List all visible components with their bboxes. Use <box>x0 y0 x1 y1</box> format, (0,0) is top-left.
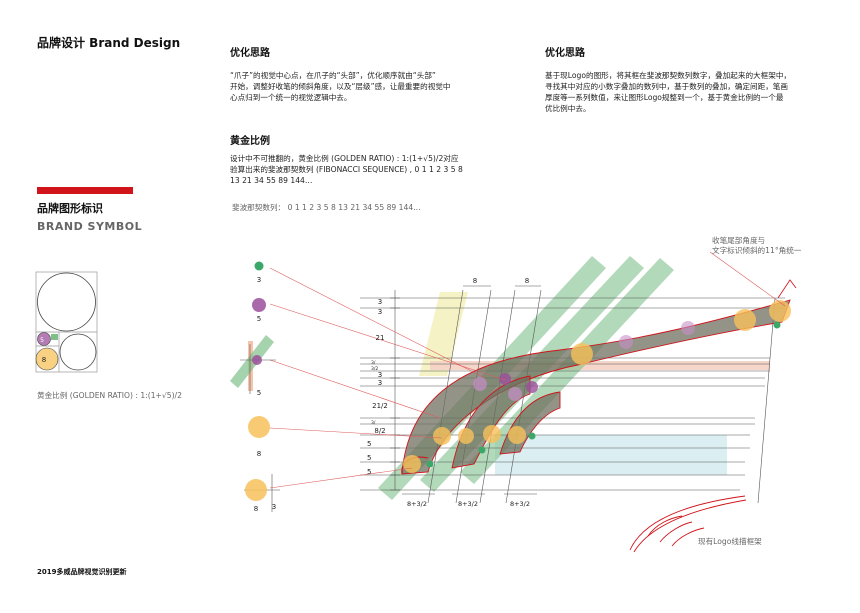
brand-symbol-title-cn: 品牌图形标识 <box>37 202 103 215</box>
row-label: 3 <box>378 379 382 387</box>
peach-guide-band <box>430 361 770 370</box>
square-label-5: 5 <box>40 337 44 344</box>
dimension-label: 8 <box>473 277 477 285</box>
optimization-title-1: 优化思路 <box>230 48 270 59</box>
yellow-guide-band <box>419 292 469 376</box>
current-logo-outline-sketch <box>629 495 747 553</box>
row-label: 3/ <box>371 360 376 366</box>
fibonacci-circles-legend: 3 5 5 8 8 3 <box>230 261 280 513</box>
row-label: 8/2 <box>374 427 385 435</box>
row-label: 3 <box>378 308 382 316</box>
golden-ratio-text: 设计中不可推翻的，黄金比例 (GOLDEN RATIO) : 1:(1+√5)/… <box>230 153 490 186</box>
text-line: 心点归到一个统一的视觉逻辑中去。 <box>230 93 352 102</box>
golden-ratio-squares-diagram: 8 5 <box>35 271 98 373</box>
brand-symbol-title-en: BRAND SYMBOL <box>37 220 143 233</box>
optimization-title-2: 优化思路 <box>545 48 585 59</box>
annotation-line: 收笔尾部角度与 <box>712 236 766 245</box>
text-line: 厚度等一系列数值，来让图形Logo规整到一个，基于黄金比例的一个最 <box>545 93 784 102</box>
text-line: 开始，调整好收笔的倾斜角度，以及“层级”感，让最重要的视觉中 <box>230 82 451 91</box>
tail-angle-annotation: 收笔尾部角度与 文字标识倾斜的11°角统一 <box>712 236 801 256</box>
bottom-dimension-label: 8+3/2 <box>407 500 427 508</box>
row-label: 21 <box>376 334 385 342</box>
blue-guide-band <box>495 435 727 475</box>
text-line: 13 21 34 55 89 144… <box>230 176 313 185</box>
optimization-text-1: “爪子”的视觉中心点，在爪子的“头部”，优化顺序就由“头部” 开始，调整好收笔的… <box>230 70 490 103</box>
page-title: 品牌设计 Brand Design <box>37 36 181 50</box>
row-label: 3/2 <box>371 366 378 372</box>
optimization-text-2: 基于现Logo的图形，将其框在斐波那契数列数字，叠加起来的大框架中， 寻找其中对… <box>545 70 835 114</box>
text-line: 设计中不可推翻的，黄金比例 (GOLDEN RATIO) : 1:(1+√5)/… <box>230 154 459 163</box>
fibonacci-sequence-line: 斐波那契数列： 0 1 1 2 3 5 8 13 21 34 55 89 144… <box>232 203 421 212</box>
circle-label-5: 5 <box>257 315 261 323</box>
bottom-dimension-label: 8+3/2 <box>510 500 530 508</box>
dimension-label: 8 <box>525 277 529 285</box>
text-line: “爪子”的视觉中心点，在爪子的“头部”，优化顺序就由“头部” <box>230 71 436 80</box>
circle-label-8: 8 <box>257 450 261 458</box>
golden-ratio-title: 黄金比例 <box>230 136 270 147</box>
circle-label-5b: 5 <box>257 389 261 397</box>
row-label: 3 <box>378 371 382 379</box>
text-line: 优比例中去。 <box>545 104 591 113</box>
row-label: 3 <box>378 298 382 306</box>
row-label: 5 <box>367 454 371 462</box>
square-label-8: 8 <box>42 356 46 364</box>
logo-construction-diagram: 8 8 3 3 21 3/ 3/2 3 3 21/2 3/ 8/2 5 5 5 … <box>269 251 797 553</box>
footer-text: 2019多威品牌视觉识别更新 <box>37 568 127 576</box>
circle-label-3: 3 <box>257 276 261 284</box>
bottom-dimension-label: 8+3/2 <box>458 500 478 508</box>
row-label: 21/2 <box>372 402 388 410</box>
text-line: 寻找其中对应的小数字叠加的数列中，基于数列的叠加，确定间距，笔画 <box>545 82 788 91</box>
annotation-line: 文字标识倾斜的11°角统一 <box>712 246 802 255</box>
row-label: 5 <box>367 468 371 476</box>
row-label: 3/ <box>371 420 376 426</box>
golden-ratio-caption: 黄金比例 (GOLDEN RATIO) : 1:(1+√5)/2 <box>37 391 182 400</box>
text-line: 验算出来的斐波那契数列 (FIBONACCI SEQUENCE) , 0 1 1… <box>230 165 463 174</box>
current-logo-annotation: 现有Logo线描框架 <box>698 537 762 546</box>
text-line: 基于现Logo的图形，将其框在斐波那契数列数字，叠加起来的大框架中， <box>545 71 792 80</box>
circle-label-3b: 3 <box>272 503 276 511</box>
row-label: 5 <box>367 440 371 448</box>
circle-label-8b: 8 <box>254 505 258 513</box>
section-red-bar <box>37 187 133 194</box>
